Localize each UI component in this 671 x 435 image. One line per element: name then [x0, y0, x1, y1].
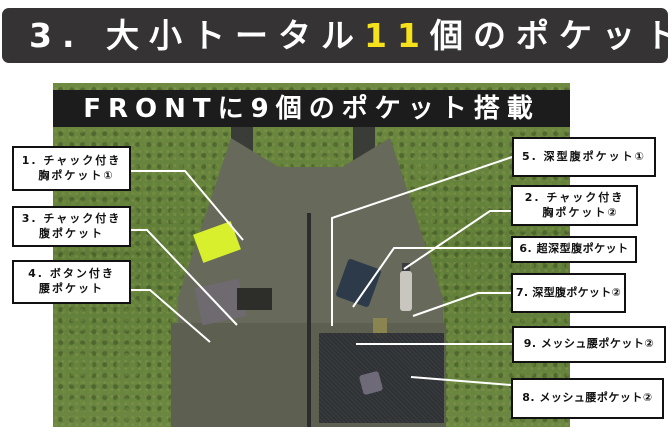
label-line: 5. 深型腹ポケット①: [522, 149, 646, 163]
label-line: 8. メッシュ腰ポケット②: [522, 391, 653, 405]
label-chest-pocket-2: 2. チャック付き 胸ポケット②: [511, 185, 638, 226]
label-line: 2. チャック付き: [524, 190, 625, 204]
label-line: 6. 超深型腹ポケット: [519, 242, 629, 256]
spray-bottle: [400, 271, 412, 311]
banner-text: FRONTに9個のポケット搭載: [83, 93, 540, 124]
title-prefix: 3. 大小トータル: [29, 16, 364, 55]
label-deep-belly-pocket-5: 5. 深型腹ポケット①: [512, 137, 656, 177]
label-belly-pocket-3: 3. チャック付き 腹ポケット: [12, 206, 131, 247]
label-line: 9. メッシュ腰ポケット②: [523, 337, 655, 351]
center-zipper: [307, 213, 311, 427]
vest-photo: FRONTに9個のポケット搭載: [53, 83, 570, 427]
label-extra-deep-pocket-6: 6. 超深型腹ポケット: [511, 236, 637, 263]
velcro-patch: [237, 288, 272, 310]
label-line: 胸ポケット①: [38, 168, 115, 182]
label-mesh-pocket-8: 8. メッシュ腰ポケット②: [511, 378, 664, 419]
label-line: 7. 深型腹ポケット②: [515, 285, 622, 299]
label-line: 1. チャック付き: [21, 153, 122, 167]
page-title: 3. 大小トータル11個のポケット: [29, 19, 671, 52]
label-line: 腹ポケット: [39, 226, 104, 240]
title-bar: 3. 大小トータル11個のポケット: [2, 8, 671, 63]
label-deep-belly-pocket-7: 7. 深型腹ポケット②: [511, 273, 626, 313]
title-count-highlight: 11: [364, 16, 430, 55]
mesh-pocket: [319, 333, 444, 423]
label-line: 腰ポケット: [39, 282, 104, 295]
title-suffix: 個のポケット: [429, 16, 671, 55]
label-mesh-pocket-9: 9. メッシュ腰ポケット②: [512, 326, 666, 363]
label-line: 4. ボタン付き: [28, 267, 115, 281]
label-waist-pocket-4: 4. ボタン付き 腰ポケット: [12, 260, 131, 304]
label-line: 3. チャック付き: [21, 211, 122, 225]
label-chest-pocket-1: 1. チャック付き 胸ポケット①: [12, 146, 131, 191]
label-line: 胸ポケット②: [542, 205, 619, 219]
front-banner: FRONTに9個のポケット搭載: [53, 90, 570, 127]
